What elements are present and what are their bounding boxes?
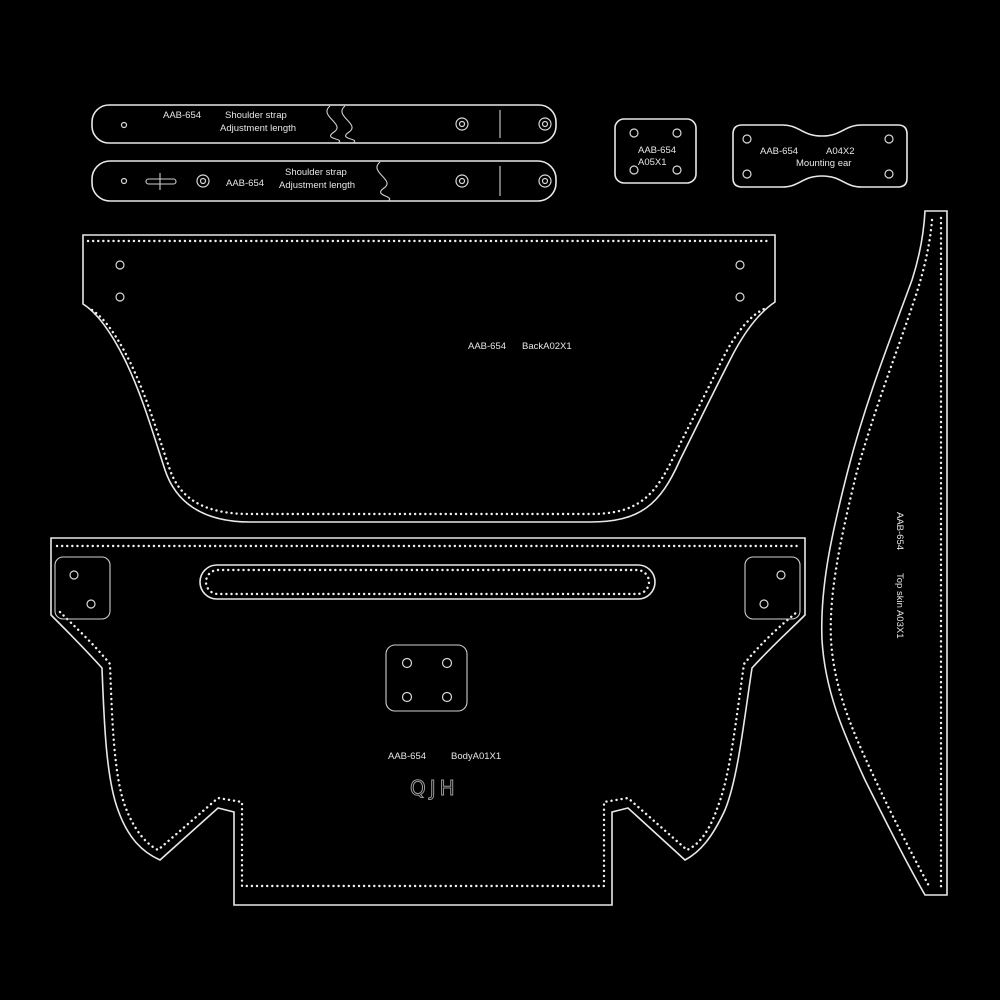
- small-plate-hole: [672, 128, 682, 138]
- strap-lower-slot: [145, 178, 177, 185]
- body-tab-hole: [759, 599, 769, 609]
- body-plate-hole: [441, 691, 453, 703]
- top-skin-stitch-left: [829, 218, 934, 890]
- strap-lower-hole: [538, 174, 552, 188]
- mounting-ear-hole: [742, 169, 752, 179]
- body-plate-hole: [401, 657, 413, 669]
- body-tab-hole: [776, 570, 786, 580]
- small-plate-hole: [629, 128, 639, 138]
- body-slot-outline: [199, 564, 656, 600]
- strap-upper-hole: [120, 121, 128, 129]
- strap-upper-name1: Shoulder strap: [225, 110, 287, 121]
- body-panel-part: BodyA01X1: [451, 751, 501, 762]
- brand-logo: QJH: [410, 776, 459, 800]
- strap-lower-name2: Adjustment length: [279, 180, 355, 191]
- strap-upper-wave-cut: [326, 105, 341, 144]
- body-center-plate: [385, 644, 468, 712]
- back-panel-hole: [735, 260, 745, 270]
- small-plate-hole: [629, 165, 639, 175]
- mounting-ear-hole: [742, 134, 752, 144]
- strap-upper-outline: [91, 104, 557, 144]
- back-panel-hole: [115, 260, 125, 270]
- strap-lower-name1: Shoulder strap: [285, 167, 347, 178]
- small-plate-part: A05X1: [638, 157, 667, 168]
- top-skin-part: Top skin A03X1: [894, 573, 905, 639]
- top-skin-code: AAB-654: [894, 512, 905, 550]
- body-corner-tab-right: [744, 556, 801, 620]
- back-panel-hole: [735, 292, 745, 302]
- small-plate: AAB-654 A05X1: [614, 118, 697, 184]
- strap-lower-hole: [455, 174, 469, 188]
- small-plate-outline: [614, 118, 697, 184]
- strap-upper-wave-cut-2: [341, 105, 356, 144]
- strap-upper-hole-inner: [541, 120, 549, 128]
- mounting-ear-code: AAB-654: [760, 146, 798, 157]
- strap-upper-name2: Adjustment length: [220, 123, 296, 134]
- strap-upper-hole-inner: [458, 120, 466, 128]
- strap-lower-hole: [196, 174, 210, 188]
- small-plate-hole: [672, 165, 682, 175]
- back-panel-stitch-bottom: [90, 306, 768, 516]
- mounting-ear-part: A04X2: [826, 146, 855, 157]
- strap-lower-code: AAB-654: [226, 178, 264, 189]
- mounting-ear-hole: [884, 134, 894, 144]
- strap-lower-wave-cut: [376, 161, 391, 202]
- back-panel: AAB-654 BackA02X1: [82, 234, 776, 523]
- body-tab-hole: [86, 599, 96, 609]
- back-panel-hole: [115, 292, 125, 302]
- back-panel-part: BackA02X1: [522, 341, 572, 352]
- strap-upper-code: AAB-654: [163, 110, 201, 121]
- body-slot-stitch: [204, 568, 651, 596]
- back-panel-code: AAB-654: [468, 341, 506, 352]
- mounting-ear-name: Mounting ear: [796, 158, 851, 169]
- back-panel-outline: [82, 234, 776, 523]
- strap-lower-outline: [91, 160, 557, 202]
- strap-lower-hole: [120, 177, 128, 185]
- small-plate-code: AAB-654: [638, 145, 676, 156]
- mounting-ear-hole: [884, 169, 894, 179]
- body-plate-hole: [441, 657, 453, 669]
- shoulder-strap-lower: AAB-654 Shoulder strap Adjustment length: [91, 160, 557, 202]
- strap-upper-hole: [538, 117, 552, 131]
- strap-lower-hole-inner: [199, 177, 207, 185]
- body-panel-code: AAB-654: [388, 751, 426, 762]
- body-panel: AAB-654 BodyA01X1 QJH: [50, 537, 806, 906]
- body-corner-tab-left: [54, 556, 111, 620]
- top-skin: AAB-654 Top skin A03X1: [820, 210, 948, 896]
- mounting-ear: AAB-654 A04X2 Mounting ear: [732, 124, 908, 188]
- body-panel-stitch-bottom: [58, 610, 799, 888]
- body-plate-hole: [401, 691, 413, 703]
- strap-lower-hole-inner: [541, 177, 549, 185]
- strap-upper-hole: [455, 117, 469, 131]
- top-skin-outline: [820, 210, 948, 896]
- body-panel-outline: [50, 537, 806, 906]
- mounting-ear-outline: [732, 124, 908, 188]
- strap-lower-hole-inner: [458, 177, 466, 185]
- shoulder-strap-upper: AAB-654 Shoulder strap Adjustment length: [91, 104, 557, 144]
- body-tab-hole: [69, 570, 79, 580]
